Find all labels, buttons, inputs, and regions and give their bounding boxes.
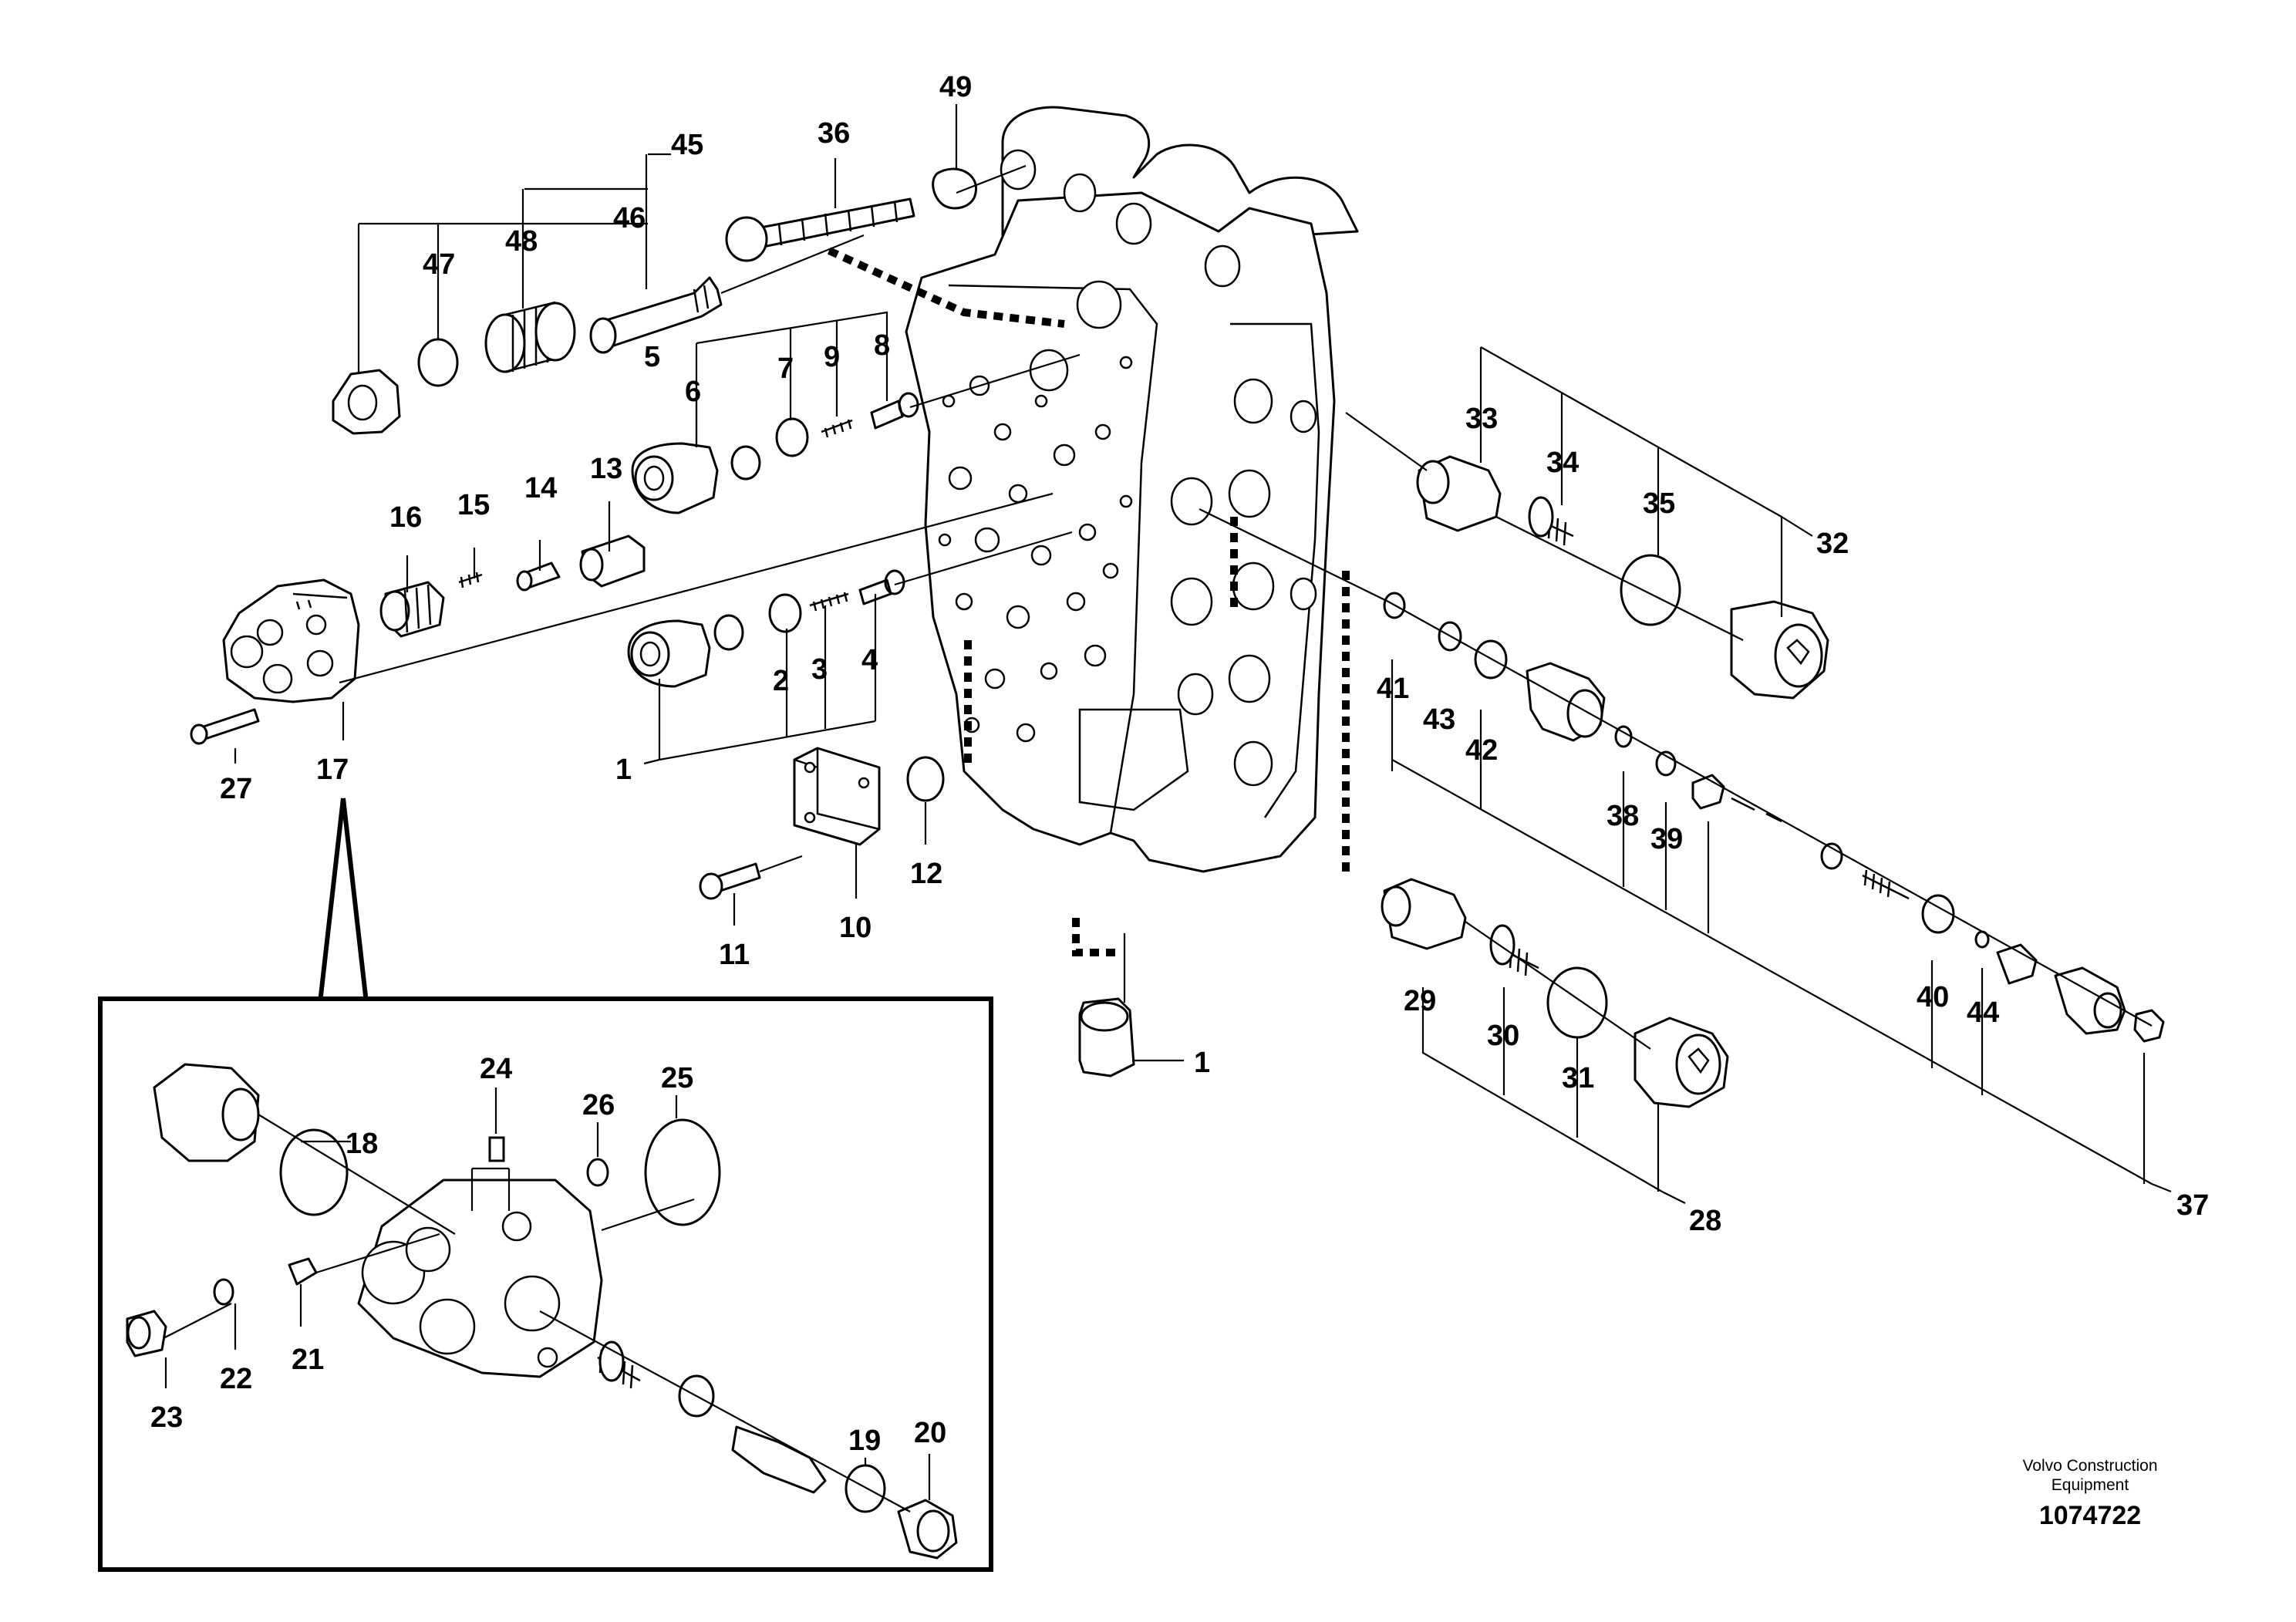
callout-9: 9 [824,341,840,373]
callout-26: 26 [582,1089,615,1121]
callout-6: 6 [685,376,701,408]
callout-39: 39 [1650,823,1683,855]
callout-29: 29 [1404,985,1436,1017]
callout-7: 7 [777,352,794,385]
callout-35: 35 [1643,487,1675,520]
callout-44: 44 [1967,996,1999,1029]
callout-19: 19 [848,1425,881,1457]
callout-20: 20 [914,1417,946,1449]
callout-4: 4 [861,644,878,676]
part-17-group [190,534,646,745]
callout-1-upper: 1 [615,754,632,786]
callout-48: 48 [505,225,538,258]
callout-41: 41 [1377,673,1409,705]
callout-27: 27 [220,773,252,805]
callout-3: 3 [811,653,828,686]
callout-15: 15 [457,489,490,521]
callout-labels: 1 1 2 3 4 5 6 7 8 9 10 11 12 13 14 15 16… [150,71,2209,1457]
callout-47: 47 [423,248,455,281]
callout-8: 8 [874,329,890,362]
credit-line-2: Equipment [2051,1476,2129,1494]
callout-40: 40 [1917,981,1949,1013]
callout-34: 34 [1546,447,1579,479]
part-45-group [332,167,977,435]
callout-31: 31 [1562,1062,1594,1094]
callout-5: 5 [644,341,660,373]
callout-16: 16 [389,501,422,534]
callout-22: 22 [220,1363,252,1395]
callout-43: 43 [1423,703,1455,736]
part-10-group [699,747,945,900]
callout-11: 11 [719,939,750,971]
callout-23: 23 [150,1401,183,1434]
detail-inset [98,996,993,1572]
callout-30: 30 [1487,1020,1519,1052]
credit-line-1: Volvo Construction [2022,1457,2158,1475]
callout-17: 17 [316,754,349,786]
leader-lines [234,104,2172,1204]
callout-33: 33 [1465,403,1498,435]
callout-13: 13 [590,453,622,485]
callout-21: 21 [292,1344,324,1376]
callout-25: 25 [661,1062,693,1094]
callout-28: 28 [1689,1205,1721,1237]
callout-46: 46 [613,202,646,234]
callout-37: 37 [2176,1189,2209,1222]
illustration-number: 1074722 [2038,1501,2142,1530]
plug-1-lower [1078,997,1135,1077]
part-28-group [1381,878,1729,1108]
callout-10: 10 [839,912,872,944]
callout-42: 42 [1465,734,1498,767]
part-1-group-upper [627,569,905,688]
callout-1-lower: 1 [1194,1047,1210,1079]
part-5-group [631,392,919,514]
callout-32: 32 [1816,528,1849,560]
callout-18: 18 [346,1128,378,1160]
callout-14: 14 [524,472,557,504]
callout-36: 36 [818,117,850,150]
callout-2: 2 [773,665,789,697]
callout-12: 12 [910,858,942,890]
callout-38: 38 [1607,800,1639,832]
callout-49: 49 [939,71,972,103]
callout-45: 45 [671,129,703,161]
callout-24: 24 [480,1053,512,1085]
valve-body [905,106,1359,873]
publisher-credit: Volvo Construction Equipment 1074722 [1974,1456,2206,1531]
part-37-group [1383,592,2165,1043]
part-32-group [1416,455,1829,700]
